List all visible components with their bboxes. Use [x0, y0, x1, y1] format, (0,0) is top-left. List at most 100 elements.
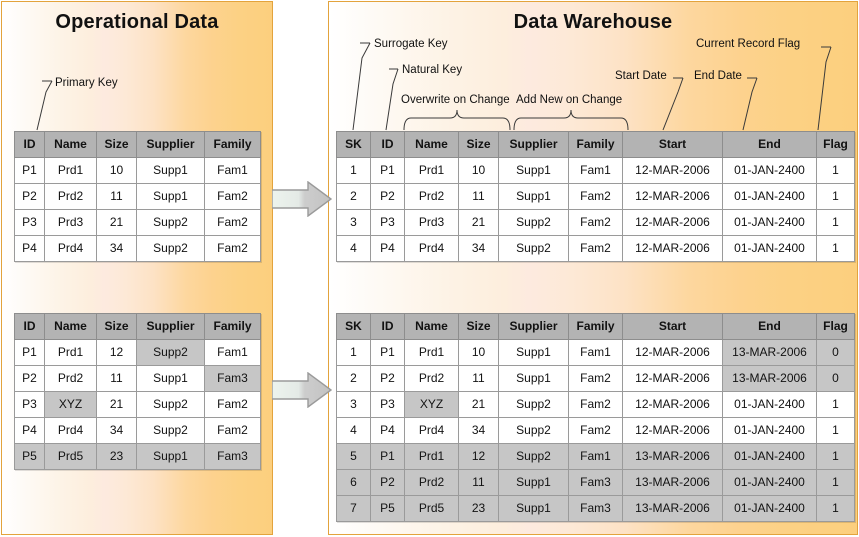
column-header-supplier: Supplier	[136, 131, 205, 158]
cell-family: Fam3	[568, 469, 623, 496]
brace-add-new-on-change	[513, 109, 629, 131]
cell-sk: 5	[336, 443, 371, 470]
column-header-start: Start	[622, 131, 723, 158]
cell-flag: 1	[816, 183, 855, 210]
cell-name: Prd3	[404, 209, 459, 236]
cell-start: 12-MAR-2006	[622, 183, 723, 210]
cell-flag: 1	[816, 235, 855, 262]
cell-supplier: Supp2	[498, 443, 569, 470]
cell-name: Prd1	[44, 157, 97, 184]
column-header-size: Size	[96, 313, 137, 340]
cell-size: 10	[458, 339, 499, 366]
cell-name: Prd1	[404, 157, 459, 184]
cell-supplier: Supp1	[136, 157, 205, 184]
cell-id: P4	[370, 235, 405, 262]
cell-name: Prd3	[44, 209, 97, 236]
column-header-family: Family	[204, 131, 261, 158]
annotation-primary-key: Primary Key	[55, 77, 118, 89]
column-header-supplier: Supplier	[498, 313, 569, 340]
annotation-natural-key: Natural Key	[402, 64, 463, 76]
cell-supplier: Supp2	[136, 391, 205, 418]
cell-family: Fam3	[204, 443, 261, 470]
arrow-op-before-to-dw-before	[272, 181, 332, 217]
leader-start-date	[662, 77, 684, 131]
arrow-shape	[272, 181, 332, 217]
cell-end: 01-JAN-2400	[722, 183, 817, 210]
cell-supplier: Supp1	[498, 495, 569, 522]
cell-id: P5	[370, 495, 405, 522]
leader-surrogate-key	[352, 42, 371, 131]
cell-size: 34	[96, 417, 137, 444]
cell-family: Fam3	[204, 365, 261, 392]
column-header-sk: SK	[336, 313, 371, 340]
cell-name: XYZ	[44, 391, 97, 418]
cell-start: 13-MAR-2006	[622, 469, 723, 496]
cell-family: Fam1	[568, 443, 623, 470]
cell-id: P4	[14, 235, 45, 262]
column-header-name: Name	[44, 131, 97, 158]
column-header-id: ID	[14, 131, 45, 158]
panel-operational-title: Operational Data	[55, 11, 219, 33]
cell-flag: 1	[816, 443, 855, 470]
cell-id: P1	[370, 339, 405, 366]
cell-name: Prd2	[44, 183, 97, 210]
cell-family: Fam1	[568, 339, 623, 366]
column-header-size: Size	[458, 313, 499, 340]
cell-supplier: Supp1	[136, 443, 205, 470]
cell-sk: 4	[336, 417, 371, 444]
cell-end: 01-JAN-2400	[722, 469, 817, 496]
annotation-end-date: End Date	[694, 70, 742, 82]
cell-name: Prd4	[44, 417, 97, 444]
cell-name: Prd4	[44, 235, 97, 262]
cell-supplier: Supp2	[136, 417, 205, 444]
cell-supplier: Supp1	[136, 365, 205, 392]
annotation-add-new-on-change: Add New on Change	[516, 94, 623, 106]
cell-id: P2	[370, 183, 405, 210]
cell-sk: 3	[336, 391, 371, 418]
column-header-end: End	[722, 131, 817, 158]
cell-family: Fam2	[204, 183, 261, 210]
leader-current-record-flag	[817, 46, 832, 131]
leader-primary-key	[36, 80, 53, 131]
cell-supplier: Supp1	[136, 183, 205, 210]
cell-start: 12-MAR-2006	[622, 235, 723, 262]
cell-size: 34	[96, 235, 137, 262]
cell-name: Prd4	[404, 417, 459, 444]
cell-id: P1	[14, 339, 45, 366]
column-header-id: ID	[14, 313, 45, 340]
cell-sk: 1	[336, 339, 371, 366]
cell-end: 01-JAN-2400	[722, 495, 817, 522]
cell-end: 01-JAN-2400	[722, 157, 817, 184]
cell-sk: 4	[336, 235, 371, 262]
cell-family: Fam2	[204, 417, 261, 444]
cell-sk: 3	[336, 209, 371, 236]
cell-flag: 1	[816, 209, 855, 236]
cell-supplier: Supp2	[498, 235, 569, 262]
cell-supplier: Supp2	[498, 209, 569, 236]
cell-size: 11	[96, 183, 137, 210]
cell-family: Fam2	[568, 365, 623, 392]
cell-family: Fam2	[568, 235, 623, 262]
cell-size: 11	[458, 183, 499, 210]
cell-end: 01-JAN-2400	[722, 443, 817, 470]
cell-name: Prd1	[44, 339, 97, 366]
cell-end: 13-MAR-2006	[722, 339, 817, 366]
cell-sk: 1	[336, 157, 371, 184]
cell-size: 23	[458, 495, 499, 522]
cell-id: P3	[370, 209, 405, 236]
column-header-family: Family	[568, 131, 623, 158]
column-header-end: End	[722, 313, 817, 340]
